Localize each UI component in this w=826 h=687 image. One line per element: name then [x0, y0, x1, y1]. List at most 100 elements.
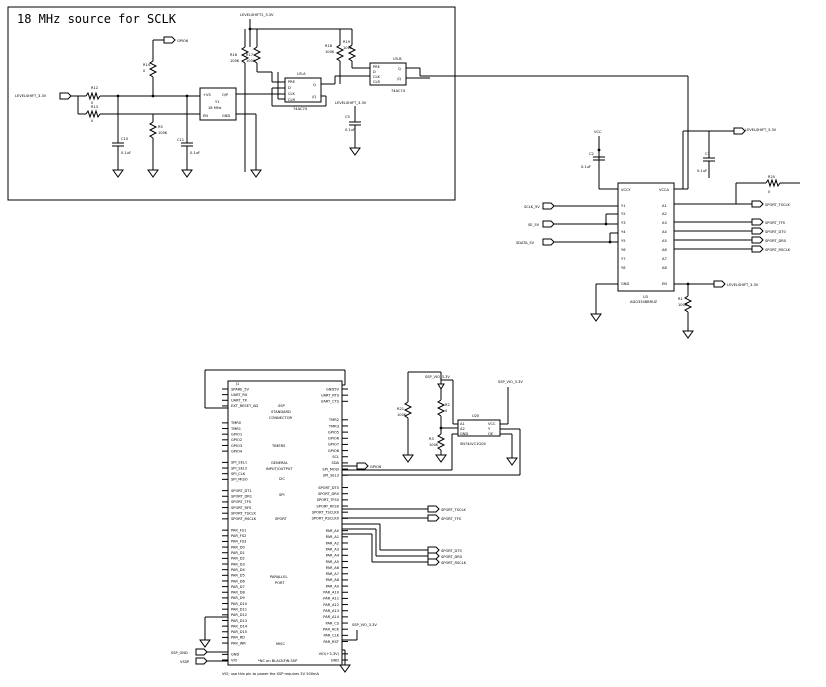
u3-right-pins: VCCA A1 A2 A3 A4 A5 A6 A7 A8 EN: [659, 188, 669, 286]
u3-pin-y2: Y2: [621, 212, 625, 216]
j1-left-pin-label: PAR_WR: [231, 641, 246, 645]
u3-pin-vccy: VCCY: [621, 188, 631, 192]
r14-value: 0: [143, 69, 146, 73]
resistor-r16: [240, 46, 250, 64]
net-label-tfs-u3: SPORT_TFS: [765, 221, 786, 225]
resistor-r2: [436, 399, 446, 417]
resistor-r17: [252, 46, 262, 64]
j1-label-i2c: I2C: [279, 477, 285, 481]
j1-left-pin-label: PAR_D8: [231, 591, 245, 595]
r3-ref: R3: [429, 437, 434, 441]
j1-left-pin-label: PAR_D1: [231, 551, 245, 555]
j1-label-io: INPUT/OUTPUT: [266, 467, 293, 471]
j1-left-pin-label: UART_TX: [231, 399, 248, 403]
j1-left-pin-label: GPIO1: [231, 432, 242, 436]
j1-left-pin-label: SPI_SEL2: [231, 466, 247, 470]
u5a-ref: U5-A: [297, 72, 306, 76]
j1-left-pin-label: PAR_FS3: [231, 540, 246, 544]
j1-right-pin-label: SPORT_TSCLK0: [312, 510, 340, 514]
u5a-pin-pre: PRE: [288, 80, 296, 84]
resistor-r5: [148, 121, 158, 139]
u3-pin-y7: Y7: [621, 257, 625, 261]
u20-pin-vcc: VCC: [488, 422, 496, 426]
j1-right-pin-label: PAR_A6: [326, 566, 340, 570]
footnote: VIO; use this pin to power the SSP requi…: [222, 672, 320, 676]
r17-value: 100K: [246, 59, 256, 63]
j1-label-misc: MISC: [276, 642, 285, 646]
j1-left-pin-label: SPI_SEL1: [231, 461, 247, 465]
u3-pin-a5: A5: [662, 239, 667, 243]
c5-value: 0.1uF: [345, 128, 355, 132]
j1-left-pin-label: PAR_D6: [231, 579, 245, 583]
u20-pin-a2: A2: [460, 427, 465, 431]
net-label-ssp-gnd: SSP_GND: [171, 651, 188, 655]
j1-right-pin-label: GPIO7: [328, 443, 339, 447]
gpio6-label-j1: GPIO6: [370, 465, 382, 469]
u3-pin-a2: A2: [662, 212, 667, 216]
j1-left-pin-label: PAR_D7: [231, 585, 245, 589]
resistor-r12: [85, 91, 101, 101]
u3-pin-y3: Y3: [621, 221, 625, 225]
r1-ref: R1: [678, 297, 683, 301]
net-label-sclk5v: SCLK_5V: [524, 205, 540, 209]
resistor-r14: [148, 60, 158, 78]
j1-right-pin-label: SPI_MOSI: [322, 467, 339, 471]
net-label-sdata5v: SDATA_5V: [516, 241, 535, 245]
net-label-vcc-top: VCC: [594, 130, 602, 134]
u5b-pin-clr: CLR: [373, 80, 381, 84]
input-flag: [59, 92, 72, 100]
u3-pin-y4: Y4: [621, 230, 626, 234]
j1-left-pin-label: SPORT_TFS: [231, 500, 252, 504]
j1-left-pin-label: PAR_D4: [231, 568, 245, 572]
net-label-levelshift2: LEVELSHIFT2_3.3V: [240, 13, 274, 17]
j1-right-pin-label: PAR_A11: [323, 597, 339, 601]
j1-ref: J1: [235, 382, 239, 386]
j1-left-pin-label: TMR0: [230, 421, 242, 425]
j1-label-ssp: SSP: [278, 404, 286, 408]
j1-left-pin-label: PAR_D9: [231, 596, 245, 600]
u3-pin-y6: Y6: [621, 248, 626, 252]
r18-ref: R18: [325, 44, 333, 48]
j1-right-pin-label: PAR_RST: [323, 640, 339, 644]
j1-right-pin-label: PAR_A3: [326, 547, 339, 551]
net-label-tsclk-j1: SPORT_TSCLK: [441, 508, 466, 512]
net-label-tsclk-u3: SPORT_TSCLK: [765, 203, 790, 207]
net-label-ssp-vio-right: SSP_VIO_3.3V: [498, 380, 523, 384]
net-label-rsclk-j1: SPORT_RSCLK: [441, 561, 467, 565]
u3-pin-a3: A3: [662, 221, 667, 225]
net-label-levelshift-in: LEVELSHIFT_3.3V: [15, 94, 47, 98]
gpio6-label-top: GPIO6: [177, 39, 189, 43]
net-label-dt0-u3: SPORT_DT0: [765, 230, 786, 234]
j1-right-pin-label: PAR_A5: [326, 560, 339, 564]
j1-left-pin-label: EXT_RESET_AD: [231, 404, 258, 408]
j1-label-standard: STANDARD: [271, 410, 291, 414]
r1-value: 100K: [678, 303, 688, 307]
j1-left-pin-label: UART_RX: [231, 393, 248, 397]
j1-right-pin-label: UART_RTS: [321, 393, 340, 397]
j1-right-pin-label: PAR_A14: [323, 615, 339, 619]
flipflop-u5a: [284, 77, 322, 103]
osc-pin-gnd: GND: [222, 114, 230, 118]
j1-left-pin-label: PAR_D15: [231, 630, 247, 634]
j1-left-pin-label: PAR_D5: [231, 574, 245, 578]
r20-value: 0: [768, 190, 771, 194]
u5b-pin-d: D: [373, 70, 376, 74]
c11-value: 0.1uF: [190, 151, 200, 155]
j1-right-pin-label: GND: [331, 658, 339, 662]
u20-ref: U20: [472, 414, 480, 418]
c2-ref: C2: [589, 152, 594, 156]
resistor-r19: [347, 44, 357, 62]
r20-ref: R20: [768, 175, 776, 179]
j1-right-pin-label: SPORT_RFS0: [316, 504, 339, 508]
j1-right-pin-label: PAR_A13: [323, 609, 339, 613]
r16-value: 100K: [230, 59, 240, 63]
j1-right-pin-label: PAR_A0: [326, 529, 340, 533]
r14-ref: R14: [143, 63, 151, 67]
osc-ref: Y1: [215, 100, 219, 104]
u3-pin-a1: A1: [662, 204, 667, 208]
osc-pin-vs: +VS: [203, 93, 211, 97]
j1-left-pin-label: VIO: [231, 658, 238, 662]
j1-right-pin-label: UART_CTS: [321, 400, 340, 404]
r19-ref: R19: [343, 40, 351, 44]
